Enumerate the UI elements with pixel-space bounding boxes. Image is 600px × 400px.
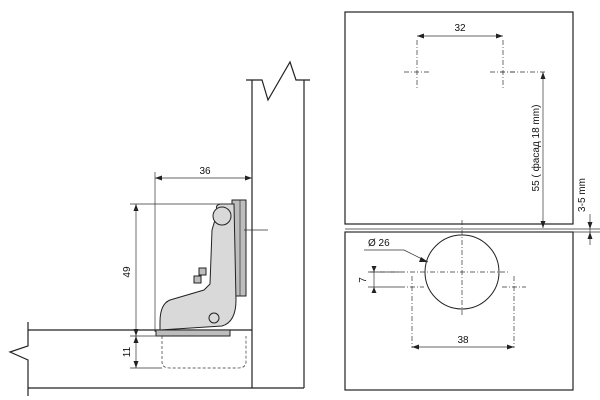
dimension-label-32: 32	[454, 23, 466, 34]
dimension-label-7: 7	[358, 277, 369, 283]
cup-hole	[370, 220, 510, 316]
dimension-label-diameter: Ø 26	[368, 238, 390, 249]
dimension-label-38: 38	[457, 335, 469, 346]
dimension-36: 36	[154, 166, 253, 332]
dimension-diameter: Ø 26	[364, 238, 429, 263]
dimension-label-49: 49	[122, 266, 133, 278]
dimension-label-11: 11	[122, 346, 133, 357]
cup-recess	[161, 336, 247, 369]
dimension-label-gap: 3-5 mm	[577, 178, 588, 212]
dimension-gap: 3-5 mm	[577, 178, 593, 245]
hinge-body	[155, 199, 268, 337]
door-outline	[344, 231, 574, 391]
dimension-11: 11	[122, 335, 162, 369]
dimension-55: 55 ( фасад 18 mm)	[530, 72, 546, 228]
cabinet-outline	[344, 11, 574, 225]
door-screw-holes	[400, 276, 526, 348]
dimension-38: 38	[412, 335, 514, 350]
plate-screw-holes	[404, 40, 545, 88]
dimension-7: 7	[358, 266, 400, 293]
dimension-label-55: 55 ( фасад 18 mm)	[530, 105, 542, 192]
side-view: 36 49 11	[8, 60, 310, 396]
cabinet-side-panel	[246, 60, 310, 389]
dimension-49: 49	[122, 203, 232, 336]
dimension-label-36: 36	[199, 166, 211, 177]
dimension-32: 32	[417, 23, 503, 39]
front-view: 32 55 ( фасад 18 mm) 3-5 mm	[344, 11, 600, 391]
